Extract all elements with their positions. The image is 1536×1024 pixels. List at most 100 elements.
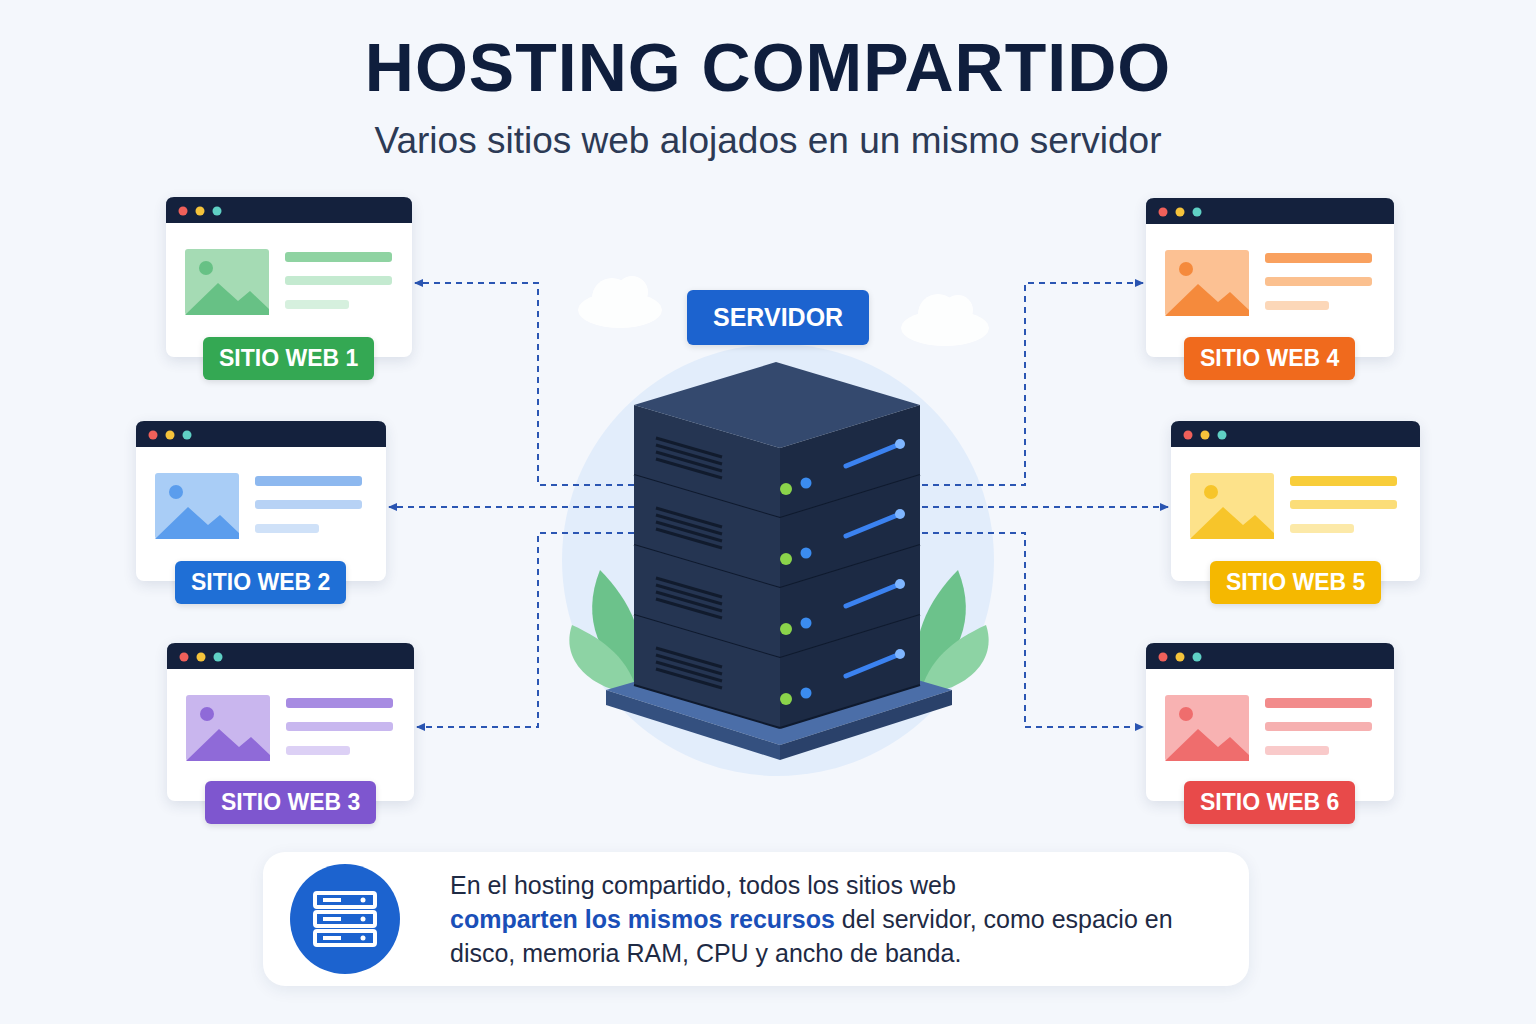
image-placeholder bbox=[155, 473, 239, 539]
rack-vent bbox=[656, 669, 722, 688]
website-window: SITIO WEB 3 bbox=[167, 643, 414, 801]
info-text-emphasis: comparten los mismos recursos bbox=[450, 905, 835, 933]
subtitle: Varios sitios web alojados en un mismo s… bbox=[0, 120, 1536, 162]
rack-vent bbox=[656, 459, 722, 478]
title: HOSTING COMPARTIDO bbox=[0, 28, 1536, 106]
image-sun bbox=[169, 485, 183, 499]
info-box: En el hosting compartido, todos los siti… bbox=[263, 852, 1249, 986]
site-label: SITIO WEB 5 bbox=[1210, 561, 1381, 604]
window-dot bbox=[149, 431, 158, 440]
status-bar bbox=[846, 444, 900, 466]
window-dot bbox=[197, 653, 206, 662]
window-titlebar bbox=[1171, 421, 1420, 447]
status-light bbox=[801, 618, 812, 629]
window-dot bbox=[196, 207, 205, 216]
status-light bbox=[895, 509, 905, 519]
status-light bbox=[895, 439, 905, 449]
text-line bbox=[1265, 301, 1329, 310]
halo bbox=[562, 344, 994, 776]
rack-seam bbox=[780, 685, 920, 728]
text-line bbox=[1265, 746, 1329, 755]
dashed-connector bbox=[922, 506, 1168, 508]
image-mountains bbox=[1165, 729, 1249, 761]
status-light bbox=[780, 483, 792, 495]
website-window: SITIO WEB 2 bbox=[136, 421, 386, 581]
window-titlebar bbox=[1146, 198, 1394, 224]
icon-led bbox=[361, 917, 366, 922]
site-label: SITIO WEB 6 bbox=[1184, 781, 1355, 824]
text-line bbox=[286, 722, 393, 731]
image-placeholder bbox=[185, 249, 269, 315]
image-mountains bbox=[185, 283, 269, 315]
window-illustration bbox=[166, 197, 412, 357]
text-line bbox=[285, 276, 392, 285]
icon-circle bbox=[290, 864, 400, 974]
text-line bbox=[1290, 524, 1354, 533]
status-light bbox=[780, 553, 792, 565]
rack-vent bbox=[656, 529, 722, 548]
icon-led bbox=[361, 936, 366, 941]
server-icon bbox=[289, 863, 401, 975]
window-dot bbox=[1218, 431, 1227, 440]
text-line bbox=[285, 300, 349, 309]
status-bar bbox=[846, 514, 900, 536]
website-window: SITIO WEB 1 bbox=[166, 197, 412, 357]
text-line bbox=[1265, 277, 1372, 286]
window-illustration bbox=[1171, 421, 1420, 581]
icon-unit bbox=[315, 912, 375, 926]
window-dot bbox=[1193, 208, 1202, 217]
window-dot bbox=[1159, 653, 1168, 662]
site-label: SITIO WEB 3 bbox=[205, 781, 376, 824]
image-placeholder bbox=[1165, 250, 1249, 316]
icon-unit bbox=[315, 893, 375, 907]
rack-left-face bbox=[634, 615, 780, 728]
website-window: SITIO WEB 6 bbox=[1146, 643, 1394, 801]
info-text-part: En el hosting compartido, todos los siti… bbox=[450, 868, 1230, 902]
image-sun bbox=[1204, 485, 1218, 499]
website-window: SITIO WEB 5 bbox=[1171, 421, 1420, 581]
status-light bbox=[780, 693, 792, 705]
status-light bbox=[895, 579, 905, 589]
text-line bbox=[1290, 476, 1397, 486]
image-mountains bbox=[186, 729, 270, 761]
window-illustration bbox=[136, 421, 386, 581]
text-line bbox=[255, 476, 362, 486]
window-dot bbox=[1176, 208, 1185, 217]
status-light bbox=[801, 688, 812, 699]
text-line bbox=[255, 500, 362, 509]
window-titlebar bbox=[1146, 643, 1394, 669]
icon-led bbox=[361, 898, 366, 903]
website-window: SITIO WEB 4 bbox=[1146, 198, 1394, 357]
status-light bbox=[801, 478, 812, 489]
site-label: SITIO WEB 4 bbox=[1184, 337, 1355, 380]
window-dot bbox=[213, 207, 222, 216]
rack-seam bbox=[634, 685, 780, 728]
window-titlebar bbox=[166, 197, 412, 223]
image-placeholder bbox=[1190, 473, 1274, 539]
image-placeholder bbox=[186, 695, 270, 761]
image-sun bbox=[199, 261, 213, 275]
window-dot bbox=[1201, 431, 1210, 440]
icon-slot bbox=[323, 936, 341, 940]
server-node: SERVIDOR bbox=[634, 290, 922, 770]
window-titlebar bbox=[136, 421, 386, 447]
window-dot bbox=[166, 431, 175, 440]
window-illustration bbox=[167, 643, 414, 801]
status-bar bbox=[846, 654, 900, 676]
clouds bbox=[578, 276, 989, 346]
window-dot bbox=[179, 207, 188, 216]
dashed-connector bbox=[415, 283, 634, 485]
rack-vent bbox=[656, 599, 722, 618]
text-line bbox=[1265, 698, 1372, 708]
text-line bbox=[255, 524, 319, 533]
image-sun bbox=[1179, 262, 1193, 276]
icon-slot bbox=[323, 898, 341, 902]
window-dot bbox=[1184, 431, 1193, 440]
text-line bbox=[286, 746, 350, 755]
icon-unit bbox=[315, 931, 375, 945]
text-line bbox=[1290, 500, 1397, 509]
site-label: SITIO WEB 2 bbox=[175, 561, 346, 604]
image-placeholder bbox=[1165, 695, 1249, 761]
window-illustration bbox=[1146, 198, 1394, 357]
status-bar bbox=[846, 584, 900, 606]
